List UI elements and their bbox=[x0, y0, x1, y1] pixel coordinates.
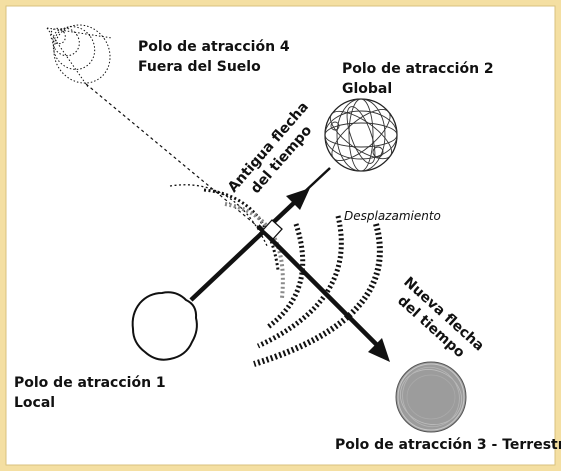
off-ground-cone-icon bbox=[46, 24, 113, 88]
new-arrow-head bbox=[368, 338, 390, 362]
pole4-title: Polo de atracción 4 bbox=[138, 39, 290, 55]
right-angle-icon bbox=[262, 219, 283, 240]
off-ground-dashed-line bbox=[85, 83, 263, 231]
pole1-title: Polo de atracción 1 bbox=[14, 375, 166, 391]
local-pole-blob-icon bbox=[131, 291, 198, 361]
old-arrow-line-lower bbox=[189, 198, 299, 302]
displacement-label: Desplazamiento bbox=[344, 209, 441, 223]
pole1-subtitle: Local bbox=[14, 395, 55, 411]
new-arrow-line bbox=[256, 224, 380, 348]
pole3-title: Polo de atracción 3 - Terrestre bbox=[335, 437, 561, 453]
displacement-arcs bbox=[169, 184, 383, 367]
pole4-subtitle: Fuera del Suelo bbox=[138, 59, 261, 75]
global-sphere-icon bbox=[324, 98, 398, 172]
terrestrial-sphere-icon bbox=[395, 361, 467, 433]
old-arrow-line-upper bbox=[299, 167, 331, 197]
pole2-subtitle: Global bbox=[342, 81, 392, 97]
pole2-title: Polo de atracción 2 bbox=[342, 61, 494, 77]
